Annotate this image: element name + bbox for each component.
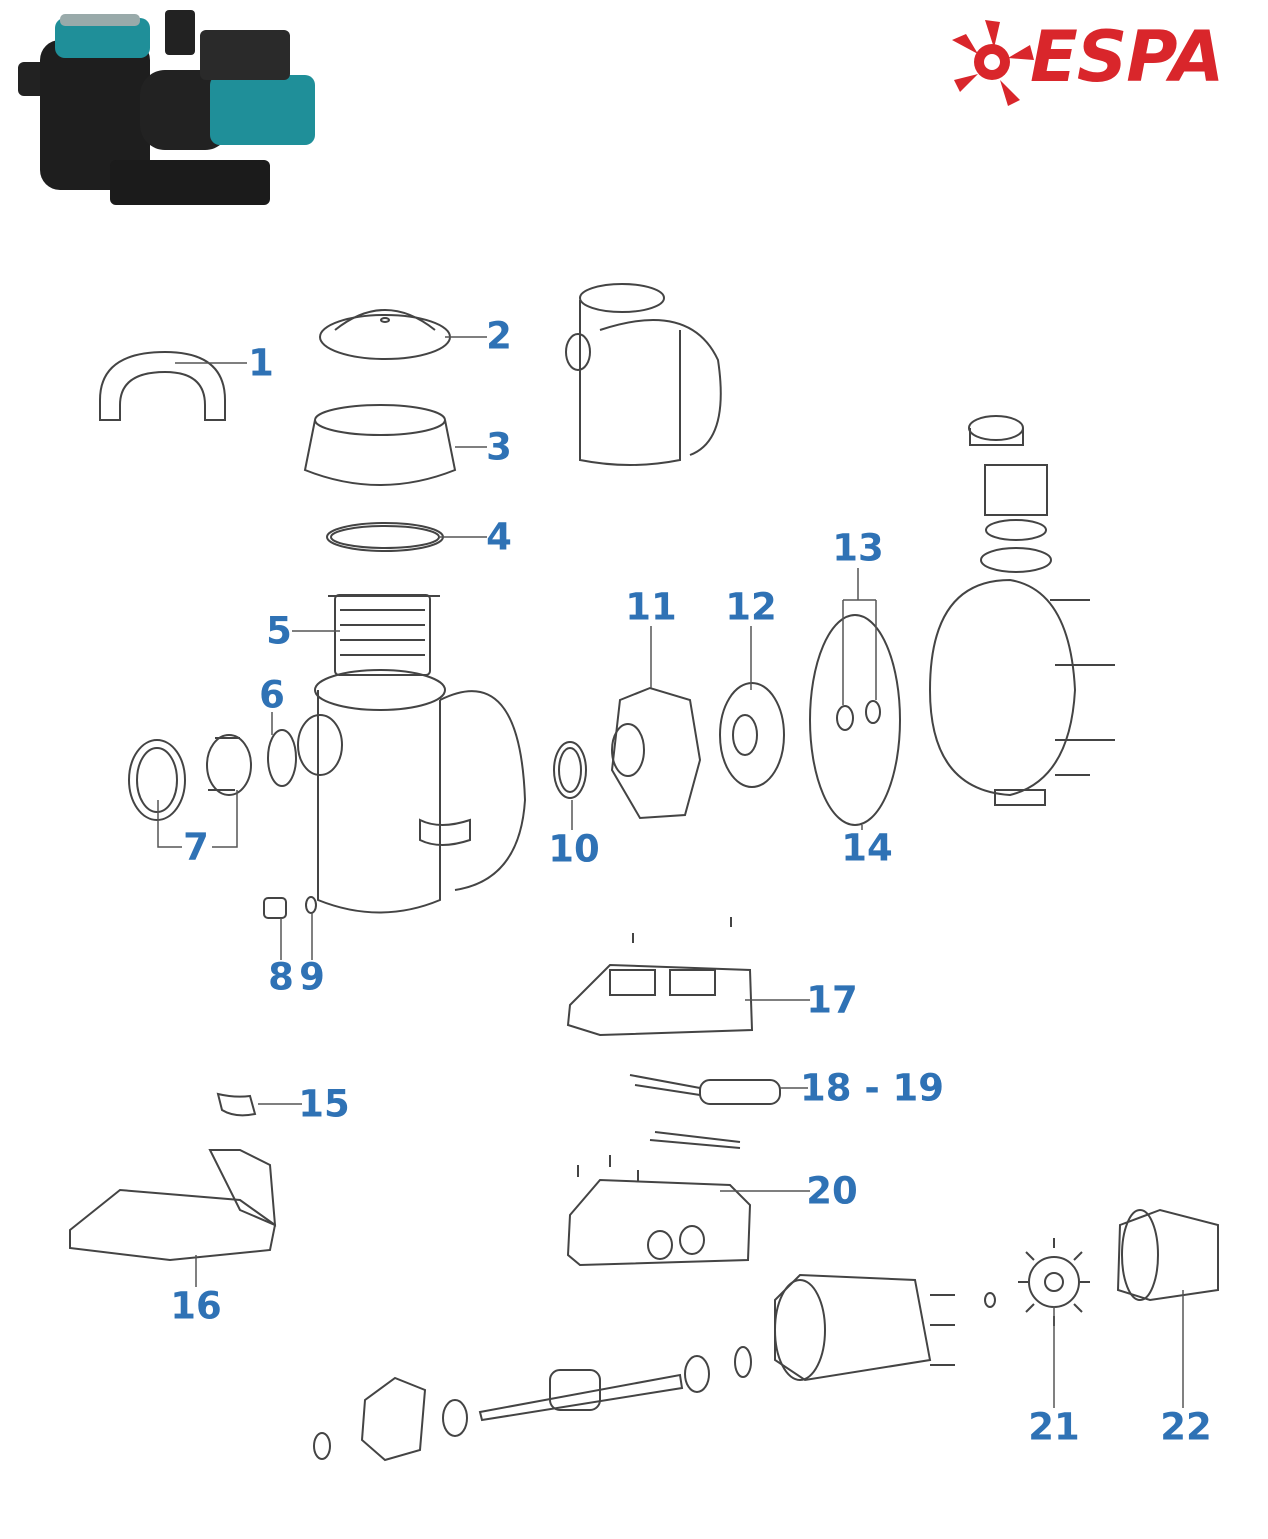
callout-22: 22 bbox=[1160, 1405, 1212, 1449]
part-9-washer bbox=[305, 896, 317, 914]
callout-12: 12 bbox=[725, 585, 777, 629]
part-10-ring bbox=[553, 741, 587, 799]
part-22-fan-cover bbox=[1116, 1208, 1219, 1302]
part-13-seal bbox=[836, 700, 881, 731]
part-20-terminal-box bbox=[566, 1155, 752, 1267]
callout-9: 9 bbox=[299, 955, 325, 999]
callout-8: 8 bbox=[268, 955, 294, 999]
callout-18-19: 18 - 19 bbox=[799, 1066, 945, 1110]
brand-name: ESPA bbox=[1030, 16, 1224, 98]
volute-casing bbox=[928, 415, 1115, 806]
leader-lines bbox=[157, 336, 1184, 1408]
pump-body-assembled bbox=[565, 283, 722, 466]
part-16-base bbox=[69, 1149, 277, 1262]
motor-assembly bbox=[313, 1273, 996, 1462]
part-6-oring bbox=[267, 729, 297, 787]
part-7-union bbox=[128, 734, 252, 821]
part-12-impeller bbox=[719, 682, 785, 788]
callout-3: 3 bbox=[486, 425, 512, 469]
callout-11: 11 bbox=[625, 585, 677, 629]
callout-14: 14 bbox=[841, 826, 893, 870]
callout-4: 4 bbox=[486, 515, 512, 559]
part-14-oring bbox=[809, 614, 901, 826]
part-4-oring bbox=[326, 522, 444, 552]
callout-17: 17 bbox=[806, 978, 858, 1022]
part-8-plug bbox=[263, 897, 287, 919]
part-17-cover bbox=[566, 917, 754, 1037]
part-3-ring bbox=[303, 404, 457, 486]
callout-21: 21 bbox=[1028, 1405, 1080, 1449]
part-1-clamp bbox=[99, 350, 226, 421]
callout-1: 1 bbox=[248, 341, 274, 385]
callout-15: 15 bbox=[298, 1082, 350, 1126]
pump-housing bbox=[297, 669, 527, 914]
part-5-basket bbox=[328, 594, 440, 676]
callout-16: 16 bbox=[170, 1284, 222, 1328]
part-11-diffuser bbox=[610, 686, 702, 820]
callout-13: 13 bbox=[832, 526, 884, 570]
callout-20: 20 bbox=[806, 1169, 858, 1213]
callout-10: 10 bbox=[548, 827, 600, 871]
espa-logo-icon bbox=[952, 20, 1034, 106]
pump-photo bbox=[18, 10, 315, 205]
callout-2: 2 bbox=[486, 314, 512, 358]
callout-5: 5 bbox=[266, 609, 292, 653]
part-18-19-capacitor bbox=[629, 1074, 781, 1149]
callout-6: 6 bbox=[259, 673, 285, 717]
callout-7: 7 bbox=[183, 825, 209, 869]
part-2-lid bbox=[319, 309, 451, 360]
part-15-pad bbox=[216, 1092, 257, 1117]
